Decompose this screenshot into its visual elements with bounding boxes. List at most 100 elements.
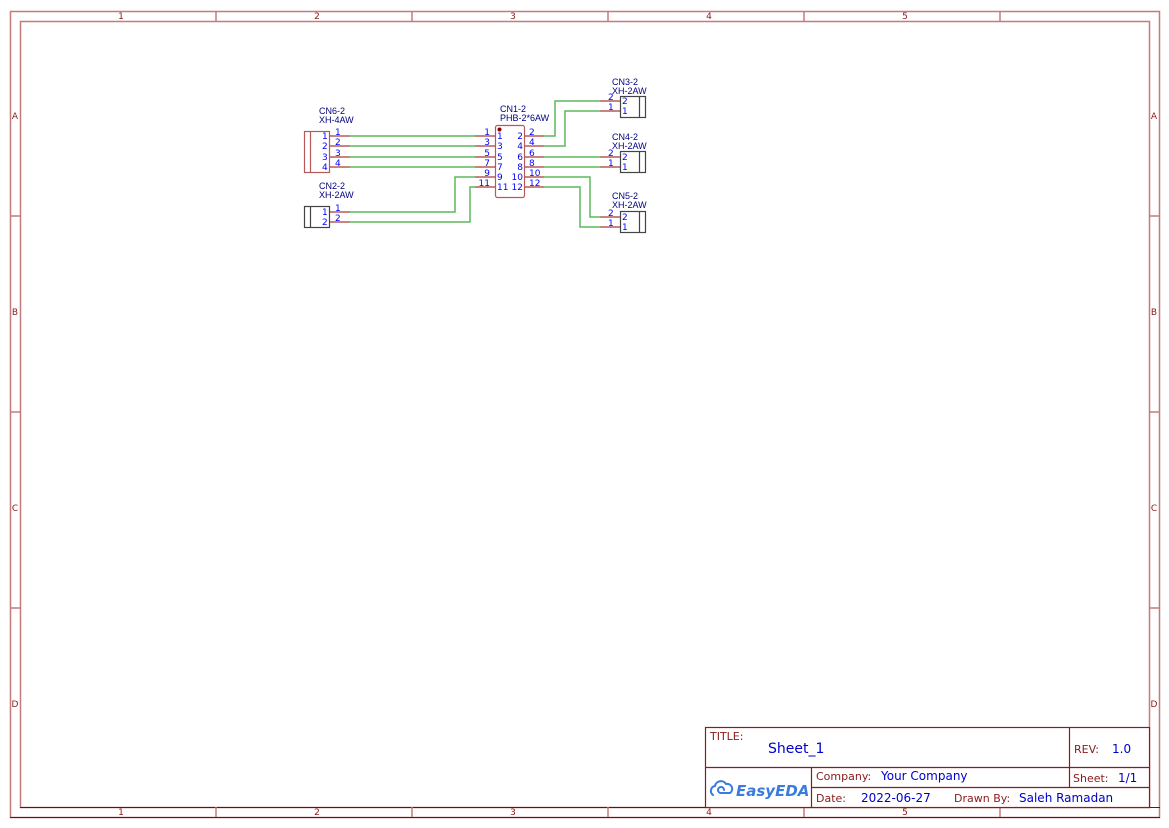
pin-number: 1 xyxy=(622,107,628,117)
pin-label: 1 xyxy=(608,159,614,169)
pin-number: 4 xyxy=(517,142,523,152)
row-label-right: A xyxy=(1151,112,1158,122)
date-label: Date: xyxy=(816,792,846,805)
pin-number: 2 xyxy=(322,218,328,228)
cloud-icon xyxy=(709,780,734,796)
pin-label: 1 xyxy=(484,128,490,138)
sheet-value: 1/1 xyxy=(1118,771,1137,785)
component-ref: CN6-2 xyxy=(319,106,345,116)
pin-number: 5 xyxy=(497,153,503,163)
col-label-bottom: 1 xyxy=(118,808,124,818)
col-label-top: 2 xyxy=(314,12,320,22)
pin-label: 1 xyxy=(335,128,341,138)
row-label-right: D xyxy=(1151,700,1158,710)
sheet-label: Sheet: xyxy=(1073,772,1109,785)
pin-label: 9 xyxy=(484,169,490,179)
pin-label: 2 xyxy=(335,214,341,224)
pin-number: 2 xyxy=(622,97,628,107)
pin-label: 3 xyxy=(484,138,490,148)
drawn-by-label: Drawn By: xyxy=(954,792,1010,805)
component-value: XH-2AW xyxy=(612,141,647,151)
pin-number: 2 xyxy=(322,142,328,152)
pin-number: 2 xyxy=(517,132,523,142)
pin-label: 8 xyxy=(529,159,535,169)
outer-frame xyxy=(9,10,1161,819)
company-value[interactable]: Your Company xyxy=(880,769,968,783)
pin-number: 1 xyxy=(322,132,328,142)
component-value: XH-2AW xyxy=(612,86,647,96)
col-label-top: 1 xyxy=(118,12,124,22)
col-label-top: 4 xyxy=(706,12,712,22)
pin-label: 4 xyxy=(529,138,535,148)
pin-label: 6 xyxy=(529,149,535,159)
component-value: PHB-2*6AW xyxy=(500,113,550,123)
col-label-bottom: 3 xyxy=(510,808,516,818)
pin1-marker xyxy=(497,127,502,132)
pin-number: 3 xyxy=(322,153,328,163)
connector-cn5[interactable]: CN5-2 XH-2AW 2 1 2 1 xyxy=(600,191,647,234)
pin-number: 2 xyxy=(622,213,628,223)
company-label: Company: xyxy=(816,770,871,783)
pin-label: 2 xyxy=(608,93,614,103)
easyeda-logo: EasyEDA xyxy=(709,780,809,800)
pin-label: 2 xyxy=(608,209,614,219)
component-value: XH-2AW xyxy=(612,200,647,210)
row-label-left: A xyxy=(12,112,19,122)
pin-label: 3 xyxy=(335,149,341,159)
pin-number: 2 xyxy=(622,153,628,163)
component-value: XH-2AW xyxy=(319,190,354,200)
col-label-top: 5 xyxy=(902,12,908,22)
pin-number: 9 xyxy=(497,173,503,183)
wires[interactable] xyxy=(350,100,600,228)
pin-number: 1 xyxy=(322,208,328,218)
pin-number: 8 xyxy=(517,163,523,173)
component-ref: CN3-2 xyxy=(612,77,638,87)
pin-label: 1 xyxy=(608,103,614,113)
rev-value[interactable]: 1.0 xyxy=(1112,742,1131,756)
pin-label: 7 xyxy=(484,159,490,169)
pin-label: 11 xyxy=(479,179,490,189)
pin-number: 1 xyxy=(622,223,628,233)
pin-number: 1 xyxy=(497,132,503,142)
title-label: TITLE: xyxy=(709,730,743,743)
date-value[interactable]: 2022-06-27 xyxy=(861,791,931,805)
row-label-right: C xyxy=(1151,504,1157,514)
pin-number: 4 xyxy=(322,163,328,173)
connector-cn3[interactable]: CN3-2 XH-2AW 2 1 2 1 xyxy=(600,77,647,119)
col-label-bottom: 2 xyxy=(314,808,320,818)
title-block: TITLE: Sheet_1 REV: 1.0 Company: Your Co… xyxy=(704,726,1151,809)
col-label-bottom: 4 xyxy=(706,808,712,818)
row-label-left: B xyxy=(12,308,18,318)
component-value: XH-4AW xyxy=(319,115,354,125)
pin-label: 10 xyxy=(529,169,541,179)
connector-cn6[interactable]: CN6-2 XH-4AW 1 2 3 4 1 2 3 4 xyxy=(303,106,355,174)
pin-number: 12 xyxy=(512,183,523,193)
component-ref: CN1-2 xyxy=(500,104,526,114)
connector-cn1[interactable]: CN1-2 PHB-2*6AW 1 3 5 7 9 11 1 3 5 7 9 1… xyxy=(475,104,550,199)
pin-label: 4 xyxy=(335,159,341,169)
connector-cn2[interactable]: CN2-2 XH-2AW 1 2 1 2 xyxy=(303,181,355,229)
pin-number: 1 xyxy=(622,163,628,173)
row-label-left: D xyxy=(12,700,19,710)
pin-label: 1 xyxy=(335,204,341,214)
pin-number: 3 xyxy=(497,142,503,152)
inner-frame xyxy=(19,20,1151,809)
connector-cn4[interactable]: CN4-2 XH-2AW 2 1 2 1 xyxy=(600,132,647,174)
pin-label: 1 xyxy=(608,219,614,229)
component-ref: CN4-2 xyxy=(612,132,638,142)
sheet-title[interactable]: Sheet_1 xyxy=(768,741,824,757)
component-ref: CN2-2 xyxy=(319,181,345,191)
drawn-by-value[interactable]: Saleh Ramadan xyxy=(1019,791,1113,805)
pin-number: 7 xyxy=(497,163,503,173)
pin-label: 2 xyxy=(335,138,341,148)
pin-number: 10 xyxy=(512,173,524,183)
logo-text: EasyEDA xyxy=(736,782,809,800)
rev-label: REV: xyxy=(1074,743,1099,756)
zone-ticks xyxy=(10,11,1159,817)
col-label-top: 3 xyxy=(510,12,516,22)
row-label-right: B xyxy=(1151,308,1157,318)
col-label-bottom: 5 xyxy=(902,808,908,818)
component-ref: CN5-2 xyxy=(612,191,638,201)
pin-number: 11 xyxy=(497,183,508,193)
